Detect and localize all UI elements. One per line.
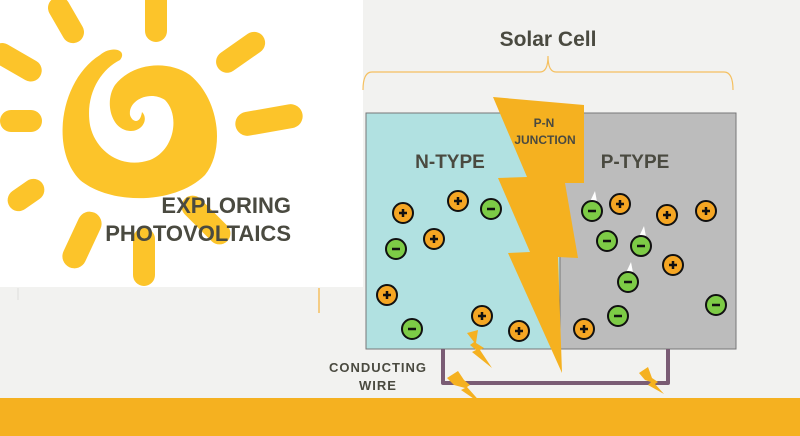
positive-charge-icon <box>376 284 398 306</box>
spark-icon <box>467 330 492 368</box>
sun-logo-icon <box>0 0 303 286</box>
particles <box>376 190 727 342</box>
n-type-label: N-TYPE <box>415 152 485 173</box>
conducting-wire <box>441 349 670 385</box>
diagram-title: Solar Cell <box>500 28 597 51</box>
positive-charge-icon <box>447 190 469 212</box>
positive-charge-icon <box>573 318 595 340</box>
wire-label-line2: WIRE <box>359 378 397 393</box>
positive-charge-icon <box>695 200 717 222</box>
positive-charge-icon <box>423 228 445 250</box>
negative-charge-icon <box>607 305 629 327</box>
spark-icons <box>447 330 664 405</box>
positive-charge-icon <box>609 193 631 215</box>
footer-band <box>0 398 800 436</box>
junction-label-line1: P-N <box>534 116 555 130</box>
negative-charge-icon <box>385 238 407 260</box>
positive-charge-icon <box>392 202 414 224</box>
negative-charge-icon <box>630 235 652 257</box>
logo-title-line2: PHOTOVOLTAICS <box>105 221 291 246</box>
p-type-label: P-TYPE <box>601 152 670 173</box>
positive-charge-icon <box>508 320 530 342</box>
negative-charge-icon <box>480 198 502 220</box>
wire-label-line1: CONDUCTING <box>329 360 427 375</box>
negative-charge-icon <box>581 200 603 222</box>
negative-charge-icon <box>596 230 618 252</box>
positive-charge-icon <box>656 204 678 226</box>
pn-junction-bolt-icon <box>493 97 584 373</box>
logo-title-line1: EXPLORING <box>161 193 291 218</box>
junction-label-line2: JUNCTION <box>514 133 575 147</box>
negative-charge-icon <box>705 294 727 316</box>
positive-charge-icon <box>471 305 493 327</box>
spark-icon <box>639 367 664 394</box>
negative-charge-icon <box>617 271 639 293</box>
solar-cell-brace <box>362 55 734 91</box>
spark-icon <box>447 371 483 405</box>
negative-charge-icon <box>401 318 423 340</box>
positive-charge-icon <box>662 254 684 276</box>
